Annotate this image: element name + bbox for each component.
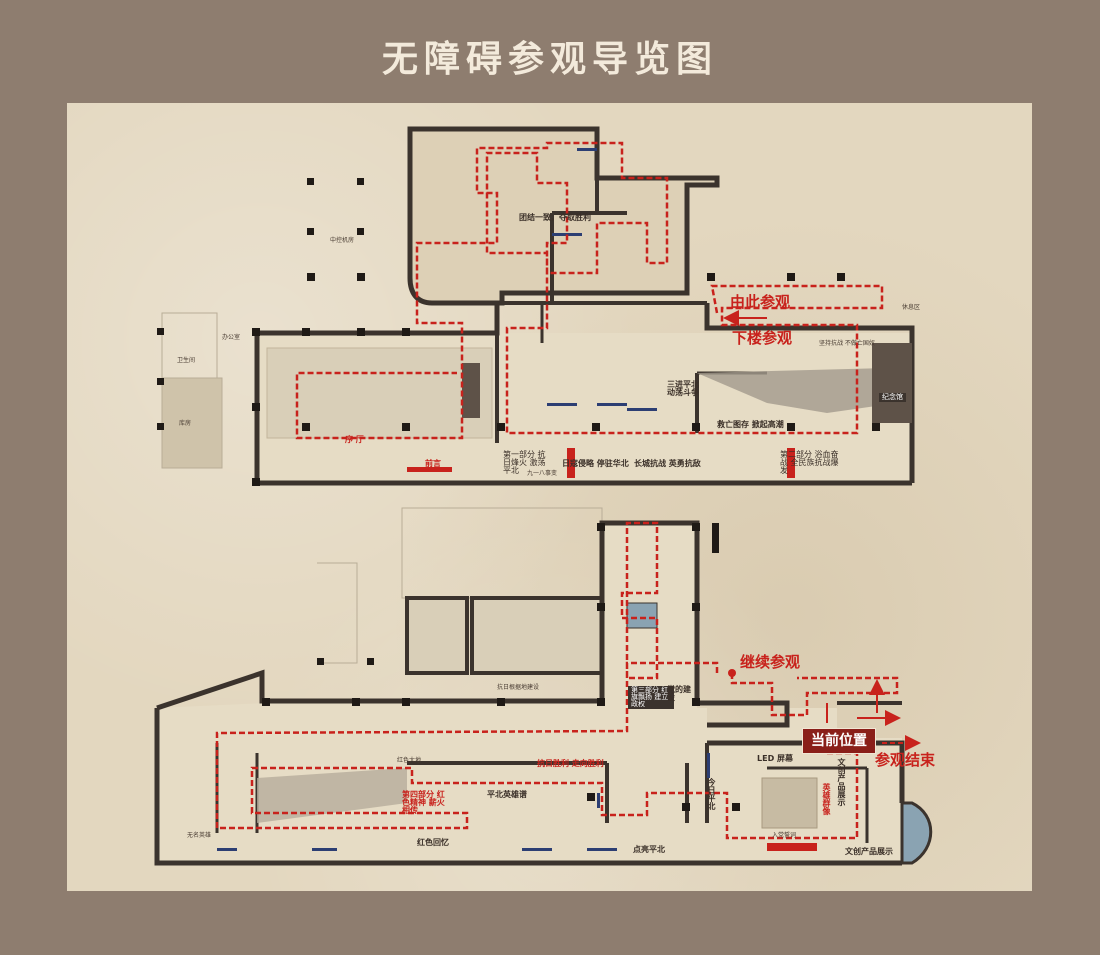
room-victory: 抗日胜利 走向胜利	[537, 759, 604, 768]
room-cultural-area: 文创产品展示	[837, 758, 846, 806]
room-storage: 库房	[179, 420, 192, 427]
room-party-building: 党的建设	[667, 685, 691, 702]
room-lounge: 休息区	[902, 304, 921, 311]
room-part1: 第一部分 抗日烽火 激荡平北	[503, 450, 546, 475]
room-intro-entrance: 入党誓词	[772, 832, 797, 839]
lower-floor-plan	[154, 507, 933, 866]
route-end-label: 参观结束	[875, 751, 936, 769]
section-northeast: 日寇侵略 停驻华北	[562, 459, 629, 468]
section-unity: 团结一致，夺取胜利	[519, 213, 591, 222]
slogan-text: 坚持抗战 不做亡国奴	[819, 340, 875, 347]
upper-floor-plan	[157, 126, 915, 486]
room-preface: 前言	[425, 459, 441, 468]
current-position-marker: 当前位置	[802, 728, 876, 754]
room-memorial: 纪念馆	[879, 393, 906, 402]
route-continue-label: 继续参观	[740, 653, 801, 671]
section-struggle: 三进平北 动荡斗争	[667, 380, 699, 397]
room-pingbei-point: 点亮平北	[633, 845, 665, 854]
section-918: 九一八事变	[527, 470, 558, 477]
room-led: LED 屏幕	[757, 754, 793, 763]
section-greatwall: 长城抗战 英勇抗敌	[634, 459, 701, 468]
section-survival: 救亡图存 掀起高潮	[717, 420, 784, 429]
floor-plan-map: 由此参观 下楼参观 序 厅 前言 第一部分 抗日烽火 激荡平北 第二部分 浴血奋…	[67, 103, 1032, 891]
room-today-pingbei: 今日平北	[707, 778, 716, 810]
room-office: 办公室	[222, 334, 241, 341]
room-lobby: 序 厅	[345, 435, 364, 444]
room-pingbei-road: 平北英雄谱	[487, 790, 527, 799]
lower-route-path	[215, 521, 899, 840]
room-resistance-base: 抗日根据地建设	[497, 684, 540, 691]
room-part3: 第三部分 红旗飘扬 建立政权	[628, 686, 674, 709]
room-red-memory: 红色回忆	[417, 838, 449, 847]
page-title: 无障碍参观导览图	[381, 39, 718, 80]
route-downstairs-label: 下楼参观	[732, 329, 793, 347]
room-central: 中控机房	[330, 237, 355, 244]
room-unknown-heroes: 无名英雄	[187, 832, 212, 839]
upper-route-path	[295, 141, 884, 440]
floor-plan-svg	[154, 126, 933, 866]
room-cultural-products: 文创产品展示	[845, 847, 893, 856]
route-start-label: 由此参观	[730, 293, 791, 311]
room-hero-album: 英雄群像	[822, 783, 831, 815]
room-restroom: 卫生间	[177, 357, 196, 364]
room-part4: 第四部分 红色精神 薪火相传	[402, 790, 445, 815]
room-red-land: 红色大地	[397, 757, 422, 764]
room-part2: 第二部分 浴血奋战 全民族抗战爆发	[780, 450, 839, 475]
